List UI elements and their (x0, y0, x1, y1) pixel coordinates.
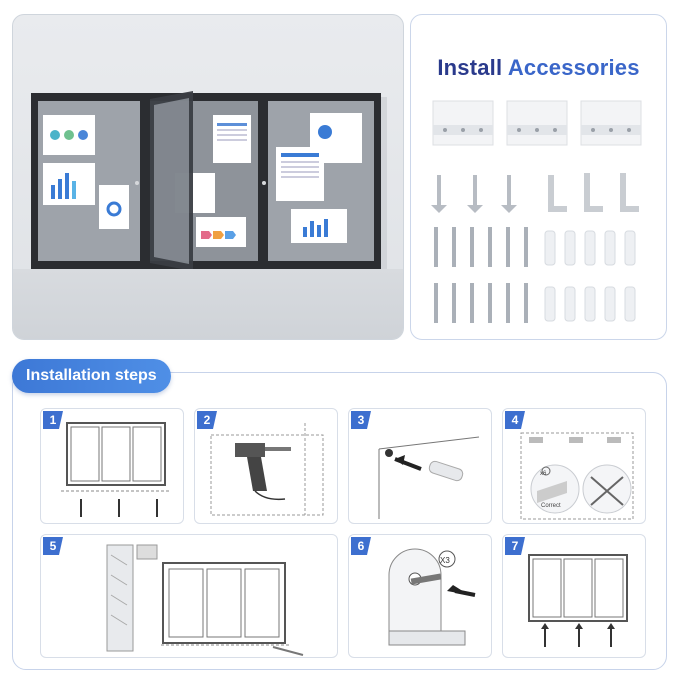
title-part-install: Install (437, 55, 503, 80)
step-number: 3 (351, 411, 371, 429)
step-6-illustration: X3 (388, 548, 476, 646)
step-5-illustration (106, 544, 304, 656)
wall-bracket (432, 100, 494, 146)
long-screw (434, 227, 528, 323)
accessories-title: Install Accessories (411, 55, 666, 81)
wall-bracket (506, 100, 568, 146)
wall-anchor (544, 230, 636, 322)
step-5-card: 5 (40, 534, 338, 658)
divider-right (260, 95, 266, 267)
step-1-illustration (61, 422, 171, 517)
step-number: 5 (43, 537, 63, 555)
open-door-glass (154, 98, 189, 264)
l-bracket (548, 173, 639, 212)
divider-left (142, 95, 148, 267)
short-screw (431, 175, 517, 213)
step-2-card: 2 (194, 408, 338, 524)
step-1-card: 1 (40, 408, 184, 524)
title-part-accessories: Accessories (507, 55, 640, 80)
accessories-illustration (431, 100, 642, 323)
paper (99, 185, 129, 229)
wall-bracket (580, 100, 642, 146)
installation-steps-badge: Installation steps (12, 359, 171, 393)
step-2-illustration (210, 423, 324, 516)
step-4-illustration: x6 Correct (520, 432, 634, 520)
product-photo (12, 14, 404, 340)
step-3-card: 3 (348, 408, 492, 524)
accessories-panel: Install Accessories (410, 14, 667, 340)
step-7-illustration (528, 554, 628, 647)
step-3-illustration (378, 436, 480, 519)
step-number: 7 (505, 537, 525, 555)
step-7-card: 7 (502, 534, 646, 658)
floor (13, 269, 403, 339)
step-4-card: 4 x6 Correct (502, 408, 646, 524)
step-number: 2 (197, 411, 217, 429)
step-number: 1 (43, 411, 63, 429)
bulletin-board-illustration (31, 91, 387, 275)
screw-count-label: x6 (540, 471, 547, 477)
correct-label: Correct (541, 503, 561, 509)
step-number: 4 (505, 411, 525, 429)
step-6-card: 6 X3 (348, 534, 492, 658)
step-number: 6 (351, 537, 371, 555)
screw-count-label: X3 (440, 556, 450, 565)
